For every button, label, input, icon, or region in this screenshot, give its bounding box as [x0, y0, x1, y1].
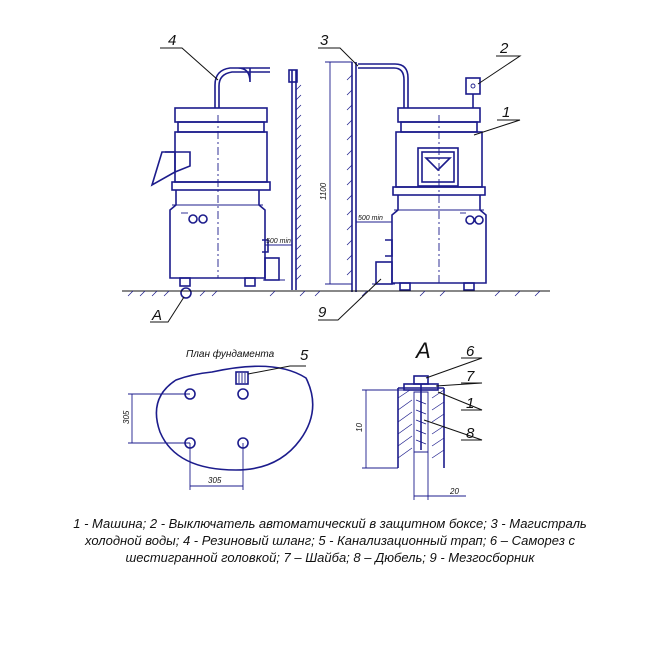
hole-spacing-vertical: 305 [122, 410, 131, 424]
detail-A: 10 20 [355, 357, 483, 500]
machine-front-view: 1100 500 min [319, 61, 487, 292]
detail-A-title: A [414, 338, 431, 363]
callout-7: 7 [466, 368, 475, 385]
foundation-plan-title: План фундамента [186, 348, 275, 360]
callout-1: 1 [502, 104, 510, 121]
callout-2: 2 [499, 40, 509, 57]
machine-side-view: 500 min [150, 67, 302, 299]
anchor-depth: 10 [355, 423, 364, 432]
hole-spacing-horizontal: 305 [208, 476, 222, 485]
legend-caption: 1 - Машина; 2 - Выключатель автоматическ… [73, 516, 587, 565]
callout-leaders [150, 47, 522, 323]
clearance-dimension-right: 500 min [358, 215, 383, 222]
callout-9: 9 [318, 304, 327, 321]
callout-1-detail: 1 [466, 395, 474, 412]
callout-4: 4 [168, 32, 176, 49]
callout-8: 8 [466, 425, 475, 442]
callout-3: 3 [320, 32, 329, 49]
height-dimension: 1100 [319, 182, 328, 200]
foundation-plan: План фундамента 305 305 [122, 348, 314, 490]
callout-6: 6 [466, 343, 475, 360]
callout-5: 5 [300, 347, 309, 364]
clearance-dimension-left: 500 min [266, 238, 291, 245]
floor-line [122, 290, 550, 297]
anchor-width: 20 [449, 487, 459, 496]
callout-A: A [151, 307, 162, 324]
